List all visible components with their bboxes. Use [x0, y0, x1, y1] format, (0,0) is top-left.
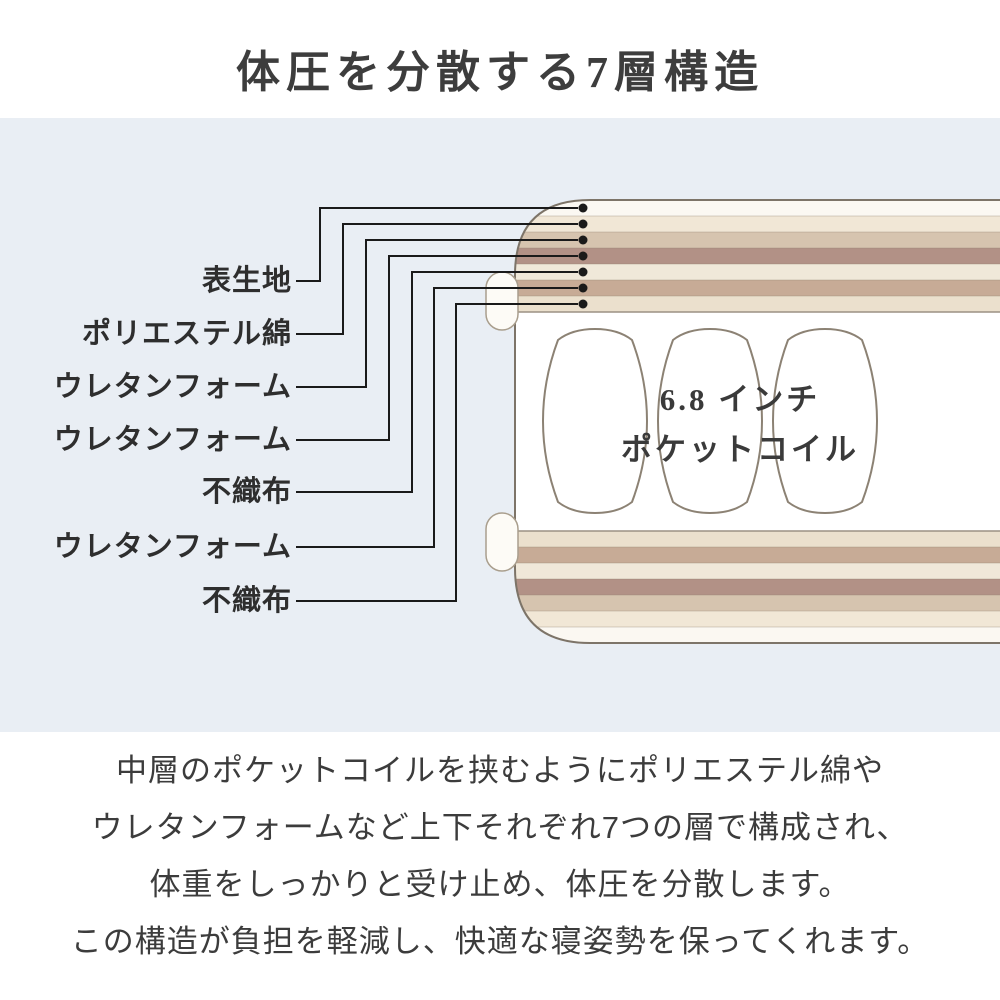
layer-dot — [578, 235, 588, 245]
pocket-coil — [656, 327, 764, 515]
layer-dot — [578, 219, 588, 229]
piping-bump-bottom — [485, 512, 519, 572]
connector-line — [296, 271, 578, 493]
connector-line — [296, 223, 578, 335]
layer-dot — [578, 283, 588, 293]
piping-bump-top — [485, 271, 519, 331]
pocket-coil — [771, 327, 879, 515]
layer-dot — [578, 267, 588, 277]
connector-lines — [296, 207, 578, 602]
layer-label-urethane-1: ウレタンフォーム — [53, 371, 292, 403]
coil-spec-line1: 6.8 インチ — [659, 382, 821, 417]
layer-dot — [578, 251, 588, 261]
pocket-coil — [541, 327, 649, 515]
layer-label-urethane-3: ウレタンフォーム — [53, 531, 292, 563]
layer-label-urethane-2: ウレタンフォーム — [53, 424, 292, 456]
band-borders — [515, 311, 1000, 532]
connector-line — [296, 255, 578, 441]
pocket-coils — [541, 327, 879, 515]
layer-label-nonwoven-2: 不織布 — [201, 585, 292, 617]
layer-dots — [578, 203, 588, 309]
connector-line — [296, 239, 578, 388]
description-line: ウレタンフォームなど上下それぞれ7つの層で構成され、 — [91, 810, 909, 845]
description: 中層のポケットコイルを挟むようにポリエステル綿や ウレタンフォームなど上下それぞ… — [0, 742, 1000, 970]
mattress-body-outline — [514, 199, 1000, 644]
description-line: この構造が負担を軽減し、快適な寝姿勢を保ってくれます。 — [70, 924, 930, 959]
layer-dot — [578, 203, 588, 213]
side-piping — [485, 271, 519, 572]
layer-dot — [578, 299, 588, 309]
connector-line — [296, 303, 578, 602]
connector-line — [296, 287, 578, 548]
diagram-panel: 表生地 ポリエステル綿 ウレタンフォーム ウレタンフォーム 不織布 ウレタンフォ… — [0, 118, 1000, 732]
coil-spec-line2: ポケットコイル — [621, 432, 859, 467]
layer-label-nonwoven-1: 不織布 — [201, 476, 292, 508]
coil-spec-label: 6.8 インチ ポケットコイル — [555, 375, 925, 475]
connector-line — [296, 207, 578, 282]
layer-label-surface-fabric: 表生地 — [201, 265, 292, 297]
page-title: 体圧を分散する7層構造 — [236, 48, 764, 97]
mattress-diagram — [296, 199, 1000, 644]
description-line: 体重をしっかりと受け止め、体圧を分散します。 — [149, 867, 851, 902]
description-line: 中層のポケットコイルを挟むようにポリエステル綿や — [116, 753, 884, 788]
layer-separators — [515, 215, 1000, 628]
layer-label-polyester: ポリエステル綿 — [81, 318, 292, 350]
